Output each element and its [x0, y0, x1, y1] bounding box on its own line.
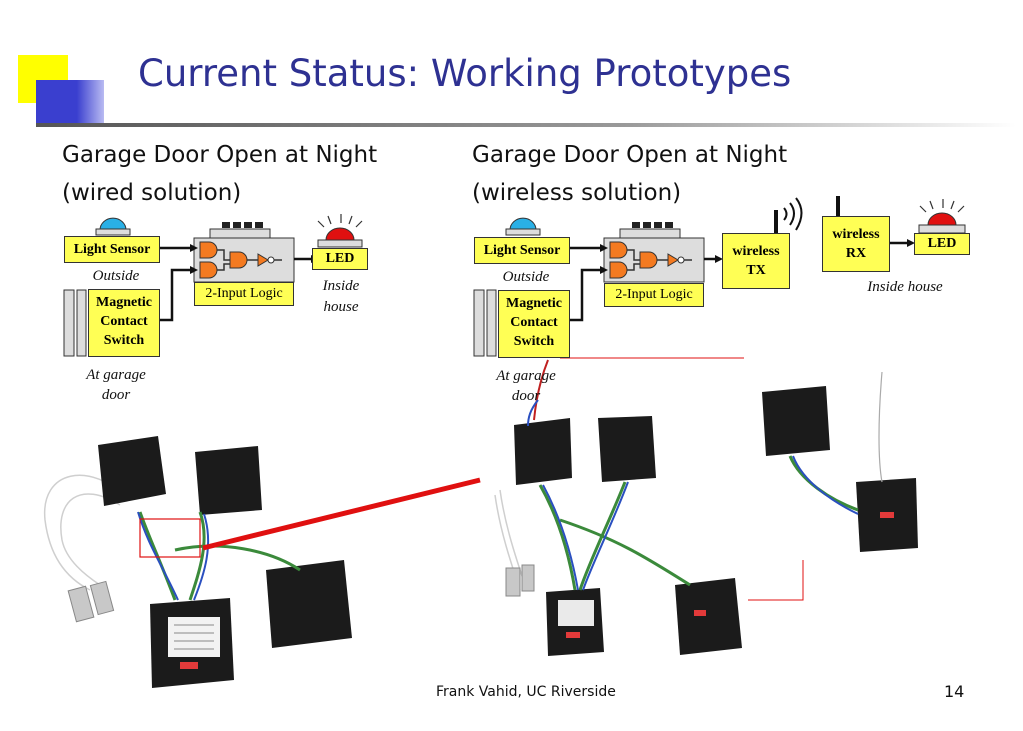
wireless-led-box: LED [914, 233, 970, 255]
wired-inside-l1: Inside [322, 278, 360, 294]
wired-heading-line1: Garage Door Open at Night [62, 142, 378, 168]
wired-magnetic-l2: Contact [100, 314, 148, 329]
slide-footer: Frank Vahid, UC Riverside [436, 684, 616, 700]
wireless-at-garage-l1: At garage [496, 368, 556, 384]
wireless-tx-box: wireless TX [722, 233, 790, 289]
wired-magnetic-l3: Switch [103, 333, 145, 348]
wireless-rx-l2: RX [845, 246, 867, 261]
wireless-magnetic-switch-box: Magnetic Contact Switch [498, 290, 570, 358]
wireless-at-garage-label: At garage door [474, 366, 578, 406]
wireless-inside-house-label: Inside house [867, 279, 943, 295]
wireless-rx-box: wireless RX [822, 216, 890, 272]
slide-title: Current Status: Working Prototypes [138, 52, 792, 95]
wired-prototype-photo [44, 436, 352, 688]
wired-inside-label: Inside house [306, 276, 376, 318]
wired-outside-label: Outside [92, 268, 140, 284]
wired-led-box: LED [312, 248, 368, 270]
wired-heading-line2: (wired solution) [62, 180, 242, 206]
title-underline [36, 123, 1016, 127]
wireless-rx-l1: wireless [832, 227, 880, 242]
wireless-heading-line1: Garage Door Open at Night [472, 142, 788, 168]
wired-light-sensor-box: Light Sensor [64, 236, 160, 263]
wireless-magnetic-l2: Contact [510, 315, 558, 330]
wired-magnetic-l1: Magnetic [96, 295, 152, 310]
wireless-logic-label: 2-Input Logic [604, 283, 704, 307]
wired-at-garage-l1: At garage [86, 367, 146, 383]
page-number: 14 [944, 682, 965, 701]
wired-logic-label: 2-Input Logic [194, 282, 294, 306]
wireless-light-sensor-box: Light Sensor [474, 237, 570, 264]
wireless-magnetic-l3: Switch [513, 334, 555, 349]
wireless-tx-l1: wireless [732, 244, 780, 259]
wired-diagram [63, 214, 363, 357]
wireless-tx-l2: TX [746, 263, 766, 278]
wireless-at-garage-l2: door [511, 388, 541, 404]
wireless-outside-label: Outside [502, 269, 550, 285]
wired-inside-l2: house [323, 299, 359, 315]
deco-blue-square [36, 80, 104, 125]
wired-at-garage-label: At garage door [64, 365, 168, 405]
wired-magnetic-switch-box: Magnetic Contact Switch [88, 289, 160, 357]
wireless-heading-line2: (wireless solution) [472, 180, 682, 206]
wireless-diagram [473, 196, 966, 357]
wired-at-garage-l2: door [101, 387, 131, 403]
wireless-prototype-photo [494, 357, 918, 656]
wireless-magnetic-l1: Magnetic [506, 296, 562, 311]
